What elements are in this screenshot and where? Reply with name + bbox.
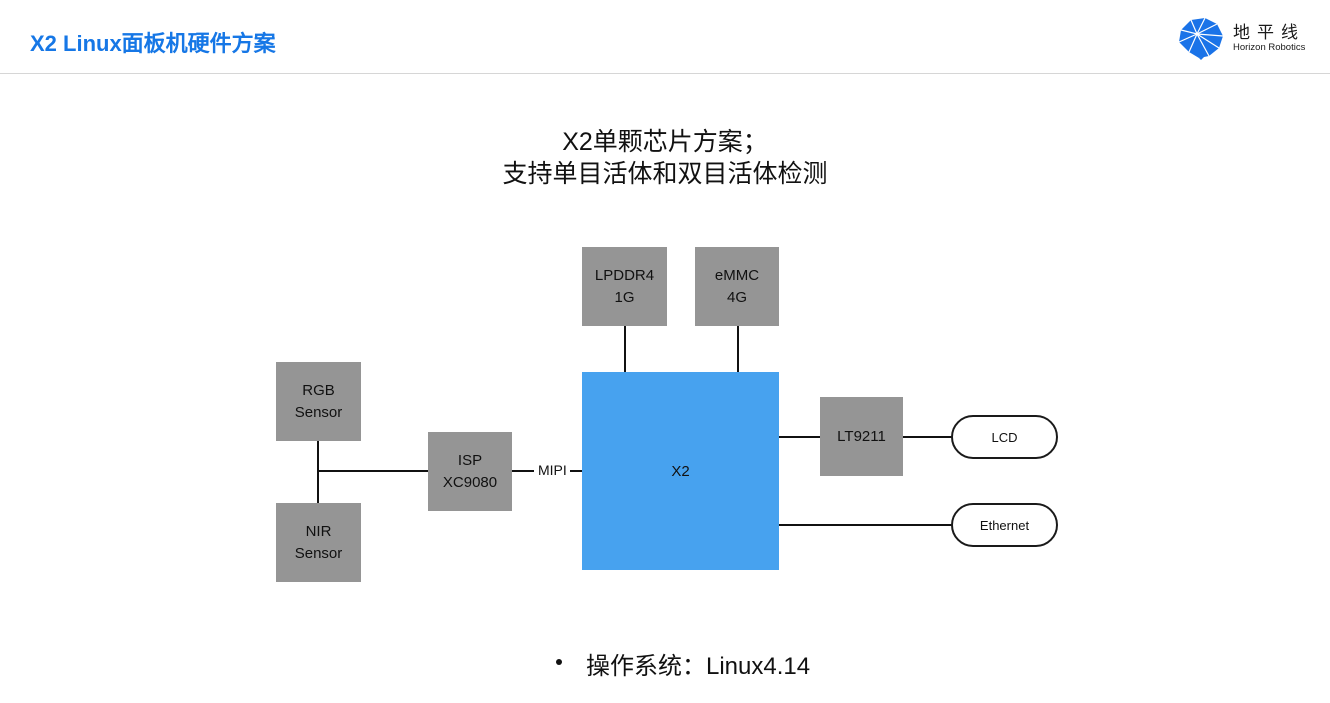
os-bullet-text: 操作系统：Linux4.14: [586, 653, 811, 680]
ethernet-label: Ethernet: [979, 517, 1030, 533]
lpddr4-line-2: 1G: [614, 288, 635, 306]
brain-logo-icon: [1178, 17, 1224, 60]
connector-emmc-x2: [737, 326, 739, 372]
subtitle-line-2: 支持单目活体和双目活体检测: [502, 160, 828, 188]
connector-isp-mipi: [512, 470, 534, 472]
logo-english-name: Horizon Robotics: [1233, 42, 1306, 53]
mipi-label: MIPI: [538, 462, 567, 478]
emmc-block: eMMC 4G: [695, 247, 779, 326]
connector-lt9211-lcd: [903, 436, 952, 438]
connector-sensors-isp: [318, 470, 428, 472]
rgb-sensor-block: RGB Sensor: [276, 362, 361, 441]
connector-x2-lt9211: [779, 436, 820, 438]
isp-line-1: ISP: [457, 451, 483, 469]
ethernet-terminal: Ethernet: [951, 503, 1058, 547]
x2-soc-block: X2: [582, 372, 779, 570]
rgb-sensor-line-2: Sensor: [294, 403, 343, 421]
isp-block: ISP XC9080: [428, 432, 512, 511]
logo-chinese-name: 地平线: [1233, 23, 1305, 42]
emmc-line-2: 4G: [726, 288, 747, 306]
lt9211-block: LT9211: [820, 397, 903, 476]
lcd-label: LCD: [991, 429, 1018, 445]
connector-sensors-vertical: [317, 441, 319, 503]
lpddr4-line-1: LPDDR4: [594, 266, 655, 284]
horizon-logo: 地平线 Horizon Robotics: [1175, 14, 1325, 60]
subtitle-line-1: X2单颗芯片方案；: [562, 128, 768, 156]
nir-sensor-line-1: NIR: [305, 522, 332, 540]
nir-sensor-line-2: Sensor: [294, 544, 343, 562]
bullet-dot: [556, 659, 562, 665]
connector-x2-ethernet: [779, 524, 952, 526]
lt9211-label: LT9211: [837, 427, 886, 445]
x2-soc-label: X2: [671, 462, 690, 480]
page-title: X2 Linux面板机硬件方案: [30, 31, 276, 56]
connector-lpddr-x2: [624, 326, 626, 372]
lcd-terminal: LCD: [951, 415, 1058, 459]
nir-sensor-block: NIR Sensor: [276, 503, 361, 582]
emmc-line-1: eMMC: [714, 266, 760, 284]
header-divider: [0, 73, 1330, 74]
isp-line-2: XC9080: [442, 473, 498, 491]
rgb-sensor-line-1: RGB: [302, 381, 335, 399]
connector-mipi-x2: [570, 470, 582, 472]
lpddr4-block: LPDDR4 1G: [582, 247, 667, 326]
